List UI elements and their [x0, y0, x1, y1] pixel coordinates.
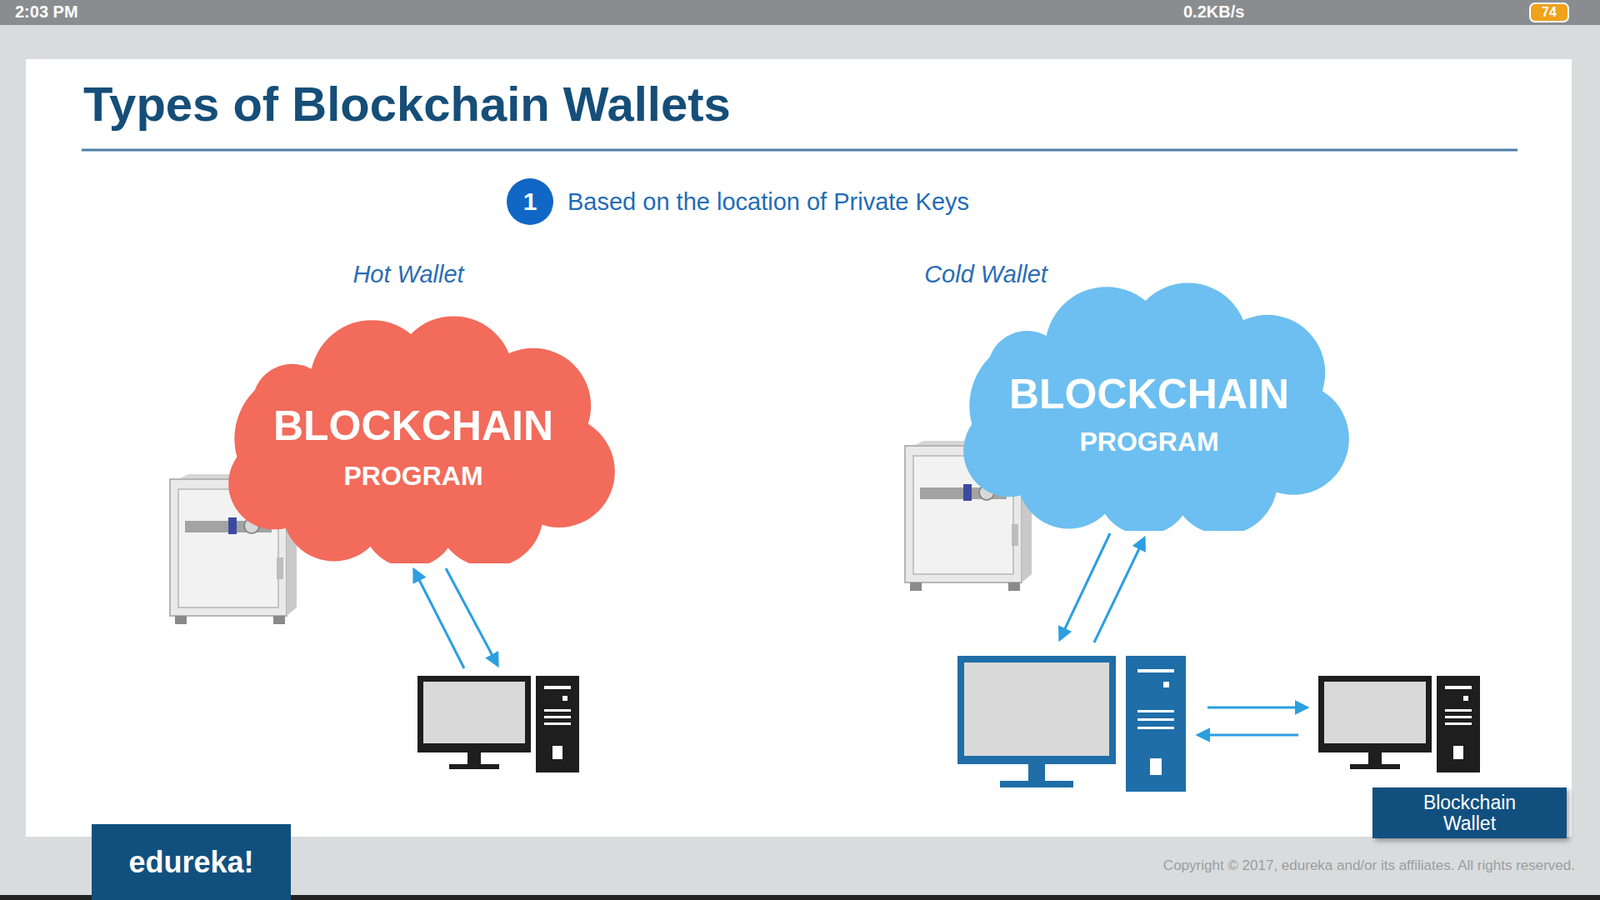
- status-bar: [0, 0, 1600, 25]
- step-digit: 1: [523, 187, 538, 216]
- status-speed: 0.2KB/s: [1183, 2, 1245, 22]
- section-heading: Based on the location of Private Keys: [567, 188, 970, 216]
- blockchain-cloud: BLOCKCHAIN PROGRAM: [957, 280, 1355, 531]
- wallet-tag: Blockchain Wallet: [1372, 787, 1567, 839]
- cloud-title: BLOCKCHAIN: [1009, 370, 1290, 419]
- flow-arrows: [414, 533, 1307, 735]
- battery-icon: [1530, 3, 1569, 22]
- slide-title: Types of Blockchain Wallets: [83, 75, 731, 132]
- box-text: Blockchain Wallet: [1411, 792, 1529, 833]
- computer-icon: [957, 655, 1186, 792]
- column-heading: Cold Wallet: [924, 260, 1048, 289]
- cloud-subtitle: PROGRAM: [1079, 426, 1219, 458]
- logo-box: edureka!: [91, 824, 291, 900]
- battery-level: 74: [1541, 5, 1557, 20]
- status-time: 2:03 PM: [15, 2, 79, 22]
- copyright-note: Copyright © 2017, edureka and/or its aff…: [1163, 857, 1575, 875]
- step-number: 1: [506, 178, 554, 225]
- slide: [25, 59, 1572, 837]
- cloud-title: BLOCKCHAIN: [273, 401, 554, 450]
- column-heading: Hot Wallet: [352, 260, 464, 289]
- cloud-subtitle: PROGRAM: [343, 460, 483, 492]
- title-rule: [81, 149, 1518, 152]
- computer-icon: [1318, 675, 1480, 773]
- blockchain-cloud: BLOCKCHAIN PROGRAM: [222, 314, 621, 564]
- box-text: edureka!: [128, 845, 254, 880]
- computer-icon: [417, 675, 580, 773]
